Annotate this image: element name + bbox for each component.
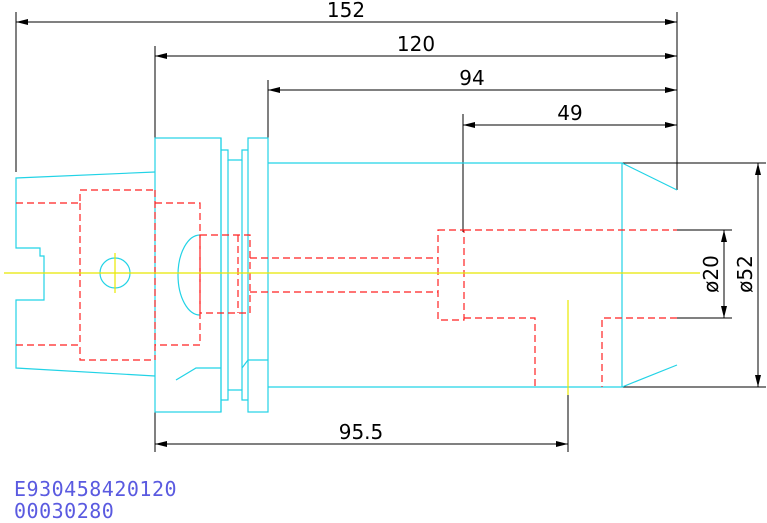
part-number: E930458420120 xyxy=(14,477,178,501)
dimension-lines xyxy=(15,12,766,452)
arrow xyxy=(755,163,761,175)
dim-length-49: 49 xyxy=(557,101,582,125)
arrow xyxy=(155,441,167,447)
dim-outer-diameter: ø52 xyxy=(733,255,757,293)
arrow xyxy=(721,230,727,242)
arrow xyxy=(556,441,568,447)
serial-number: 00030280 xyxy=(14,499,115,523)
arrow xyxy=(755,375,761,387)
arrow xyxy=(268,87,280,93)
arrow xyxy=(665,19,677,25)
part-outline xyxy=(15,137,678,413)
dim-length-95-5: 95.5 xyxy=(339,420,384,444)
arrow xyxy=(665,87,677,93)
arrow xyxy=(463,122,475,128)
dimension-arrows xyxy=(16,19,761,447)
arrow xyxy=(721,306,727,318)
dim-overall-length: 152 xyxy=(327,0,365,22)
centerlines xyxy=(4,253,700,395)
arrow xyxy=(665,122,677,128)
arrow xyxy=(16,19,28,25)
arrow xyxy=(155,53,167,59)
hidden-lines xyxy=(16,189,677,387)
drawing-codes: E930458420120 00030280 xyxy=(14,478,177,522)
dim-length-94: 94 xyxy=(459,66,484,90)
arrow xyxy=(665,53,677,59)
dim-length-120: 120 xyxy=(397,32,435,56)
dim-bore-diameter: ø20 xyxy=(699,255,723,293)
